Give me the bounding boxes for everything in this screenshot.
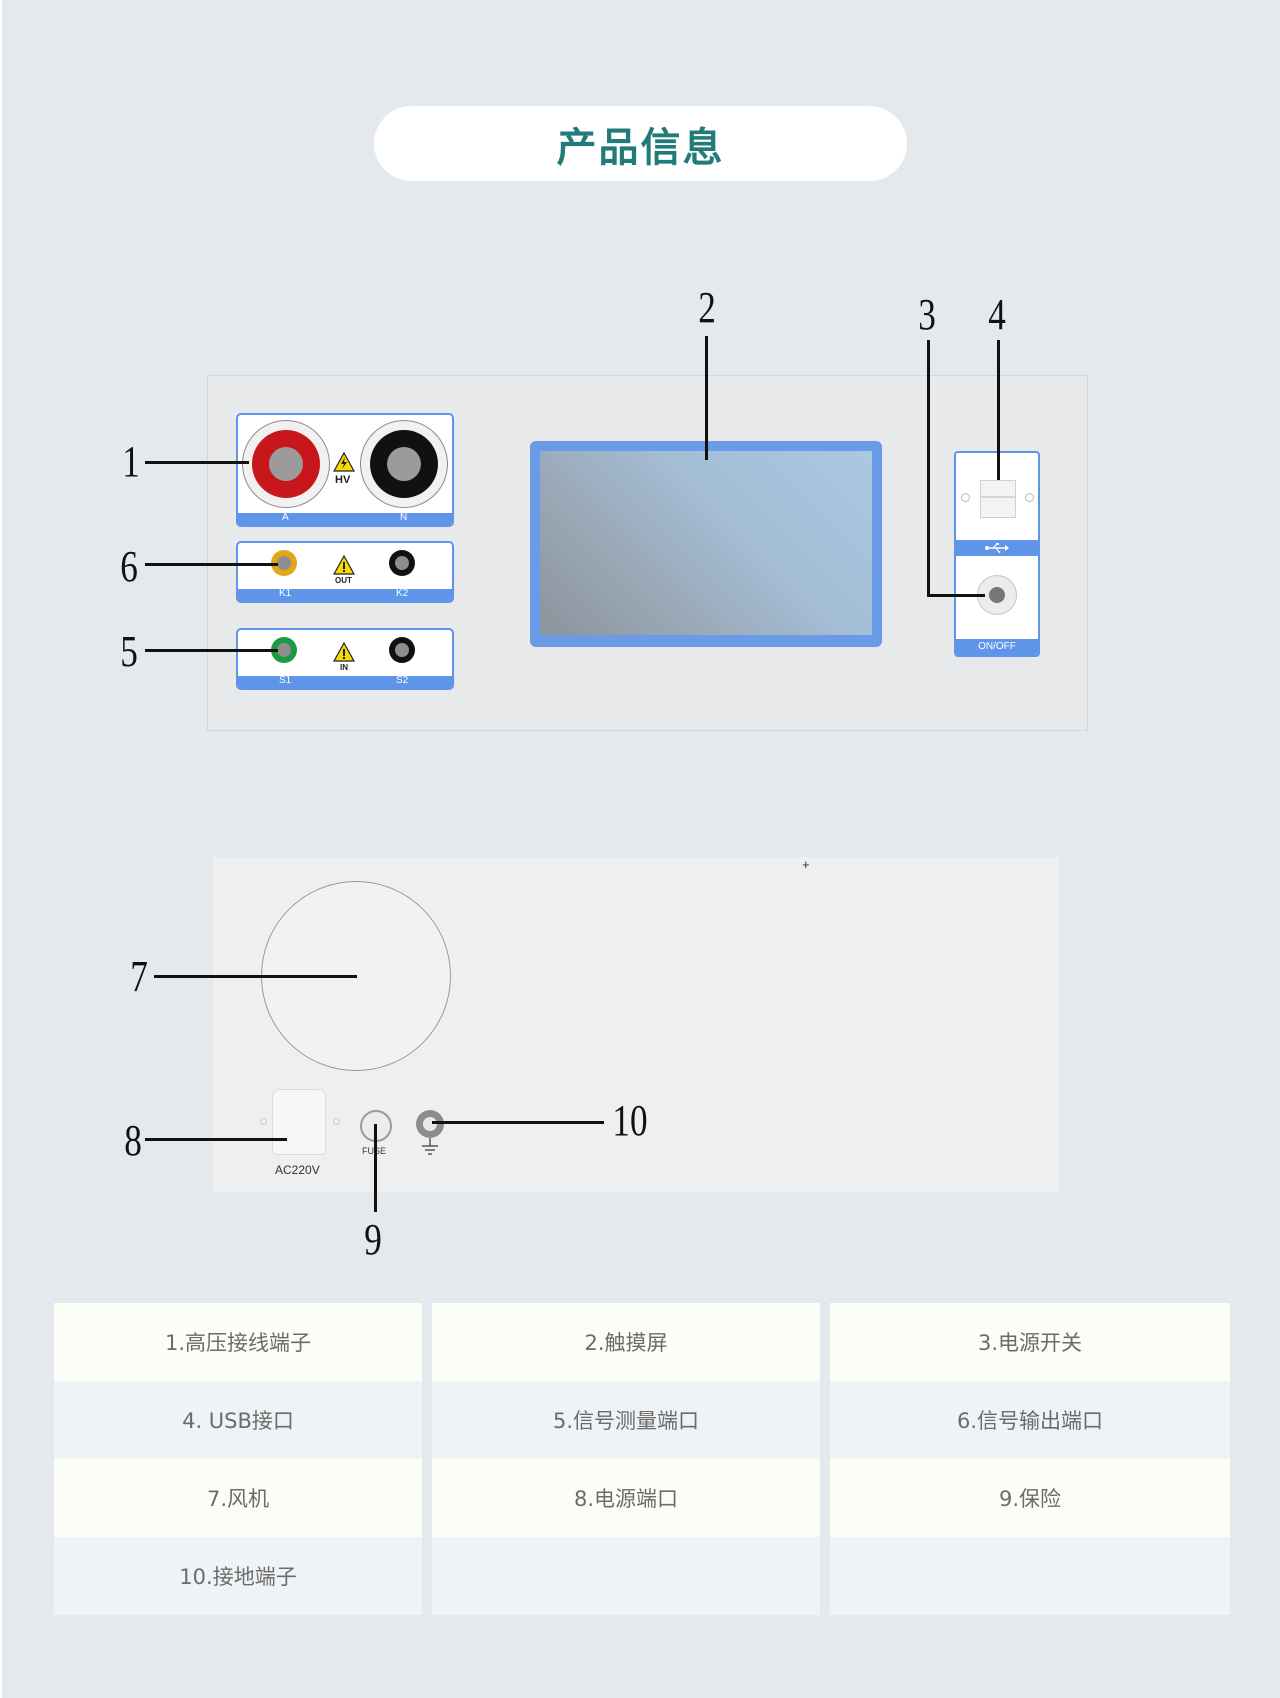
terminal-s1-core <box>277 643 291 657</box>
page-title: 产品信息 <box>556 124 725 171</box>
legend-cell <box>830 1537 1230 1615</box>
leader-line-2 <box>705 336 708 460</box>
label-k2: K2 <box>396 588 409 599</box>
label-s1: S1 <box>279 675 292 686</box>
terminal-a-core <box>269 447 303 481</box>
terminal-n-core <box>387 447 421 481</box>
leader-line-9 <box>374 1124 377 1212</box>
legend-cell: 9.保险 <box>830 1459 1230 1537</box>
legend-cell: 1.高压接线端子 <box>54 1303 422 1381</box>
input-warning-icon <box>333 642 355 662</box>
output-warning-icon <box>333 555 355 575</box>
title-pill: 产品信息 <box>374 106 907 181</box>
callout-8: 8 <box>124 1116 142 1165</box>
out-label-strip: K1 K2 <box>238 588 452 601</box>
in-label-strip: S1 S2 <box>238 675 452 688</box>
socket-label: AC220V <box>275 1163 320 1177</box>
leader-line-3-vertical <box>927 340 930 597</box>
legend-cell: 4. USB接口 <box>54 1381 422 1459</box>
leader-line-8 <box>145 1138 287 1141</box>
legend-cell: 6.信号输出端口 <box>830 1381 1230 1459</box>
callout-7: 7 <box>130 952 148 1001</box>
socket-screw-right <box>333 1118 340 1125</box>
callout-2: 2 <box>698 283 716 332</box>
power-label-band: ON/OFF <box>956 639 1038 655</box>
ground-icon <box>422 1138 438 1155</box>
usb-icon <box>985 543 1009 553</box>
legend-cell: 2.触摸屏 <box>432 1303 820 1381</box>
legend-cell: 10.接地端子 <box>54 1537 422 1615</box>
leader-line-3-horizontal <box>927 594 985 597</box>
legend-cell: 8.电源端口 <box>432 1459 820 1537</box>
power-socket <box>272 1089 326 1155</box>
in-label: IN <box>340 663 348 672</box>
hv-label-strip: A N <box>238 512 452 525</box>
touch-screen-display <box>540 451 872 635</box>
callout-5: 5 <box>120 627 138 676</box>
usb-screw-left <box>961 493 970 502</box>
signal-measure-box: IN S1 S2 <box>236 628 454 690</box>
terminal-s2-core <box>395 643 409 657</box>
legend-cell: 7.风机 <box>54 1459 422 1537</box>
label-s2: S2 <box>396 675 409 686</box>
signal-output-box: OUT K1 K2 <box>236 541 454 603</box>
leader-line-4 <box>997 340 1000 480</box>
usb-band <box>956 540 1038 556</box>
usb-port <box>980 480 1016 518</box>
callout-3: 3 <box>918 290 936 339</box>
callout-9: 9 <box>364 1215 382 1264</box>
callout-4: 4 <box>988 290 1006 339</box>
legend-table: 1.高压接线端子 2.触摸屏 3.电源开关 4. USB接口 5.信号测量端口 … <box>54 1303 1230 1615</box>
leader-line-1 <box>145 461 249 464</box>
terminal-k1-core <box>277 556 291 570</box>
terminal-k2-core <box>395 556 409 570</box>
plus-mark: + <box>802 857 810 872</box>
callout-6: 6 <box>120 542 138 591</box>
leader-line-5 <box>145 649 278 652</box>
legend-cell: 5.信号测量端口 <box>432 1381 820 1459</box>
callout-1: 1 <box>122 437 140 486</box>
socket-screw-left <box>260 1118 267 1125</box>
hv-terminal-box: HV A N <box>236 413 454 527</box>
label-a: A <box>282 512 289 523</box>
leader-line-7 <box>154 975 357 978</box>
ground-terminal-core <box>423 1117 437 1131</box>
ground-terminal <box>416 1110 444 1138</box>
callout-10: 10 <box>612 1096 648 1145</box>
hv-label: HV <box>335 474 351 486</box>
usb-screw-right <box>1025 493 1034 502</box>
high-voltage-warning-icon <box>333 452 355 472</box>
out-label: OUT <box>335 576 352 585</box>
leader-line-6 <box>145 563 278 566</box>
label-n: N <box>400 512 408 523</box>
label-k1: K1 <box>279 588 292 599</box>
touch-screen <box>530 441 882 647</box>
leader-line-10 <box>432 1121 604 1124</box>
usb-power-panel: ON/OFF <box>954 451 1040 657</box>
legend-cell <box>432 1537 820 1615</box>
power-switch-core <box>989 587 1005 603</box>
legend-cell: 3.电源开关 <box>830 1303 1230 1381</box>
